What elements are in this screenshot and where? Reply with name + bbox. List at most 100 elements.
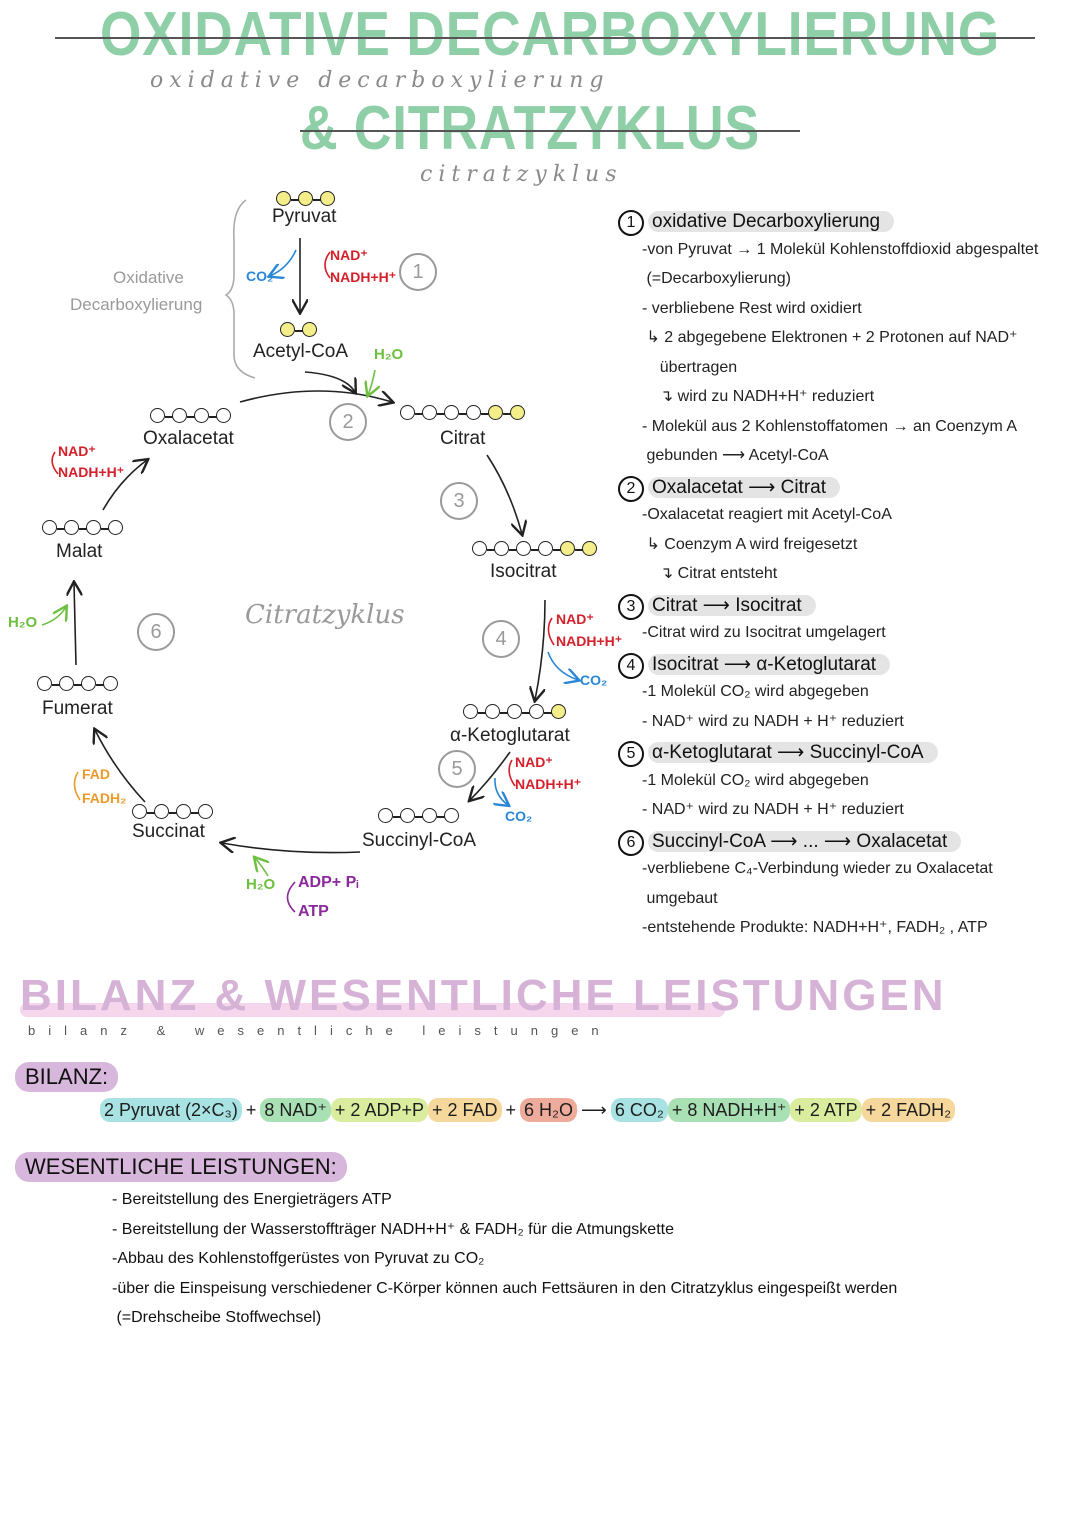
carbon-bond [313, 199, 322, 201]
cofactor-co2-4: CO₂ [580, 672, 608, 688]
note-line: übertragen [642, 358, 738, 376]
carbon-atom [510, 405, 525, 420]
carbon-atom [485, 704, 500, 719]
carbon-atom [582, 541, 597, 556]
carbon-bond [437, 413, 446, 415]
carbon-atom [551, 704, 566, 719]
equation-term: + [505, 1100, 517, 1120]
carbon-atom [400, 808, 415, 823]
label-isocitrat: Isocitrat [490, 561, 557, 582]
carbon-atom [42, 520, 57, 535]
carbon-bond [393, 816, 402, 818]
note-heading-text: Succinyl-CoA ⟶ ... ⟶ Oxalacetat [648, 830, 962, 852]
label-ketoglutarat: α-Ketoglutarat [450, 725, 570, 746]
cofactor-nad-malat: NAD⁺ [58, 443, 96, 459]
label-succinylcoa: Succinyl-CoA [362, 830, 477, 851]
note-heading-text: Citrat ⟶ Isocitrat [648, 594, 816, 616]
side-label-1: Oxidative [113, 268, 184, 287]
carbon-bond [101, 528, 110, 530]
carbon-bond [531, 549, 540, 551]
label-pyruvat: Pyruvat [272, 206, 337, 227]
cofactor-atp: ATP [298, 903, 329, 920]
carbon-bond [187, 416, 196, 418]
carbon-atom [81, 676, 96, 691]
carbon-atom [37, 676, 52, 691]
cofactor-h2o-fumerat: H₂O [8, 614, 38, 631]
carbon-bond [74, 684, 83, 686]
step-number-circle: 2 [618, 475, 644, 502]
carbon-atom [86, 520, 101, 535]
carbon-bond [481, 413, 490, 415]
carbon-bond [509, 549, 518, 551]
equation-term: ⟶ [581, 1100, 607, 1120]
title-line-1: OXIDATIVE DECARBOXYLIERUNG [100, 0, 1000, 69]
carbon-atom [302, 322, 317, 337]
carbon-atom [298, 191, 313, 206]
carbon-atom [216, 408, 231, 423]
cofactor-co2-1: CO₂ [246, 268, 274, 284]
note-line: -1 Molekül CO₂ wird abgegeben [642, 771, 869, 789]
step-number-circle: 3 [618, 593, 644, 620]
carbon-bond [96, 684, 105, 686]
equation-term: 6 H₂O [520, 1098, 578, 1122]
step-number-circle: 6 [618, 829, 644, 856]
note-line: gebunden ⟶ Acetyl-CoA [642, 447, 829, 464]
note-line: umgebaut [642, 889, 718, 907]
carbon-atom [320, 191, 335, 206]
section-title: BILANZ & WESENTLICHE LEISTUNGEN [20, 971, 947, 1020]
carbon-atom [444, 808, 459, 823]
carbon-atom [444, 405, 459, 420]
carbon-bond [503, 413, 512, 415]
equation-term: 8 NAD⁺ [260, 1098, 331, 1122]
leistung-item: -über die Einspeisung verschiedener C-Kö… [112, 1279, 898, 1297]
cofactor-nadh-4: NADH+H⁺ [556, 633, 623, 649]
carbon-atom [280, 322, 295, 337]
carbon-atom [560, 541, 575, 556]
step-number-circle: 4 [618, 652, 644, 679]
carbon-atom [488, 405, 503, 420]
step-number-circle: 1 [618, 210, 644, 236]
equation-term: 2 Pyruvat (2×C₃) [100, 1098, 242, 1122]
note-line: -Oxalacetat reagiert mit Acetyl-CoA [642, 506, 892, 523]
note-line: - NAD⁺ wird zu NADH + H⁺ reduziert [642, 801, 904, 818]
cofactor-nadh-5: NADH+H⁺ [515, 776, 582, 792]
step-number-5: 5 [438, 750, 476, 788]
equation-term: + [245, 1100, 257, 1120]
cofactor-co2-5: CO₂ [505, 808, 533, 824]
note-line: ↴ wird zu NADH+H⁺ reduziert [642, 388, 875, 405]
carbon-atom [494, 541, 509, 556]
carbon-bond [147, 812, 156, 814]
step-number-1: 1 [399, 253, 437, 291]
cofactor-nad-4: NAD⁺ [556, 611, 594, 627]
equation-term: + 2 ATP [790, 1098, 862, 1122]
carbon-bond [478, 712, 487, 714]
cofactor-nadh-1: NADH+H⁺ [330, 269, 397, 285]
cofactor-fad: FAD [82, 766, 110, 782]
step-number-4: 4 [482, 620, 520, 658]
carbon-bond [553, 549, 562, 551]
cycle-arrows [41, 199, 640, 913]
carbon-bond [487, 549, 496, 551]
carbon-bond [544, 712, 553, 714]
carbon-atom [466, 405, 481, 420]
carbon-bond [169, 812, 178, 814]
leistungen-label: WESENTLICHE LEISTUNGEN: [15, 1152, 347, 1182]
section-title-cursive: bilanz & wesentliche leistungen [28, 1023, 612, 1038]
equation-term: + 8 NADH+H⁺ [667, 1098, 791, 1122]
note-heading-text: α-Ketoglutarat ⟶ Succinyl-CoA [648, 742, 938, 763]
carbon-atom [422, 405, 437, 420]
leistung-item: -Abbau des Kohlenstoffgerüstes von Pyruv… [112, 1250, 485, 1267]
step-number-3: 3 [440, 482, 478, 520]
carbon-bond [57, 528, 66, 530]
cofactor-nad-5: NAD⁺ [515, 754, 553, 770]
carbon-atom [108, 520, 123, 535]
title-strike-line-1 [55, 37, 1035, 39]
note-line: -Citrat wird zu Isocitrat umgelagert [642, 624, 886, 641]
title-line-2: & CITRATZYKLUS [300, 94, 760, 163]
note-line: ↳ Coenzym A wird freigesetzt [642, 535, 858, 553]
